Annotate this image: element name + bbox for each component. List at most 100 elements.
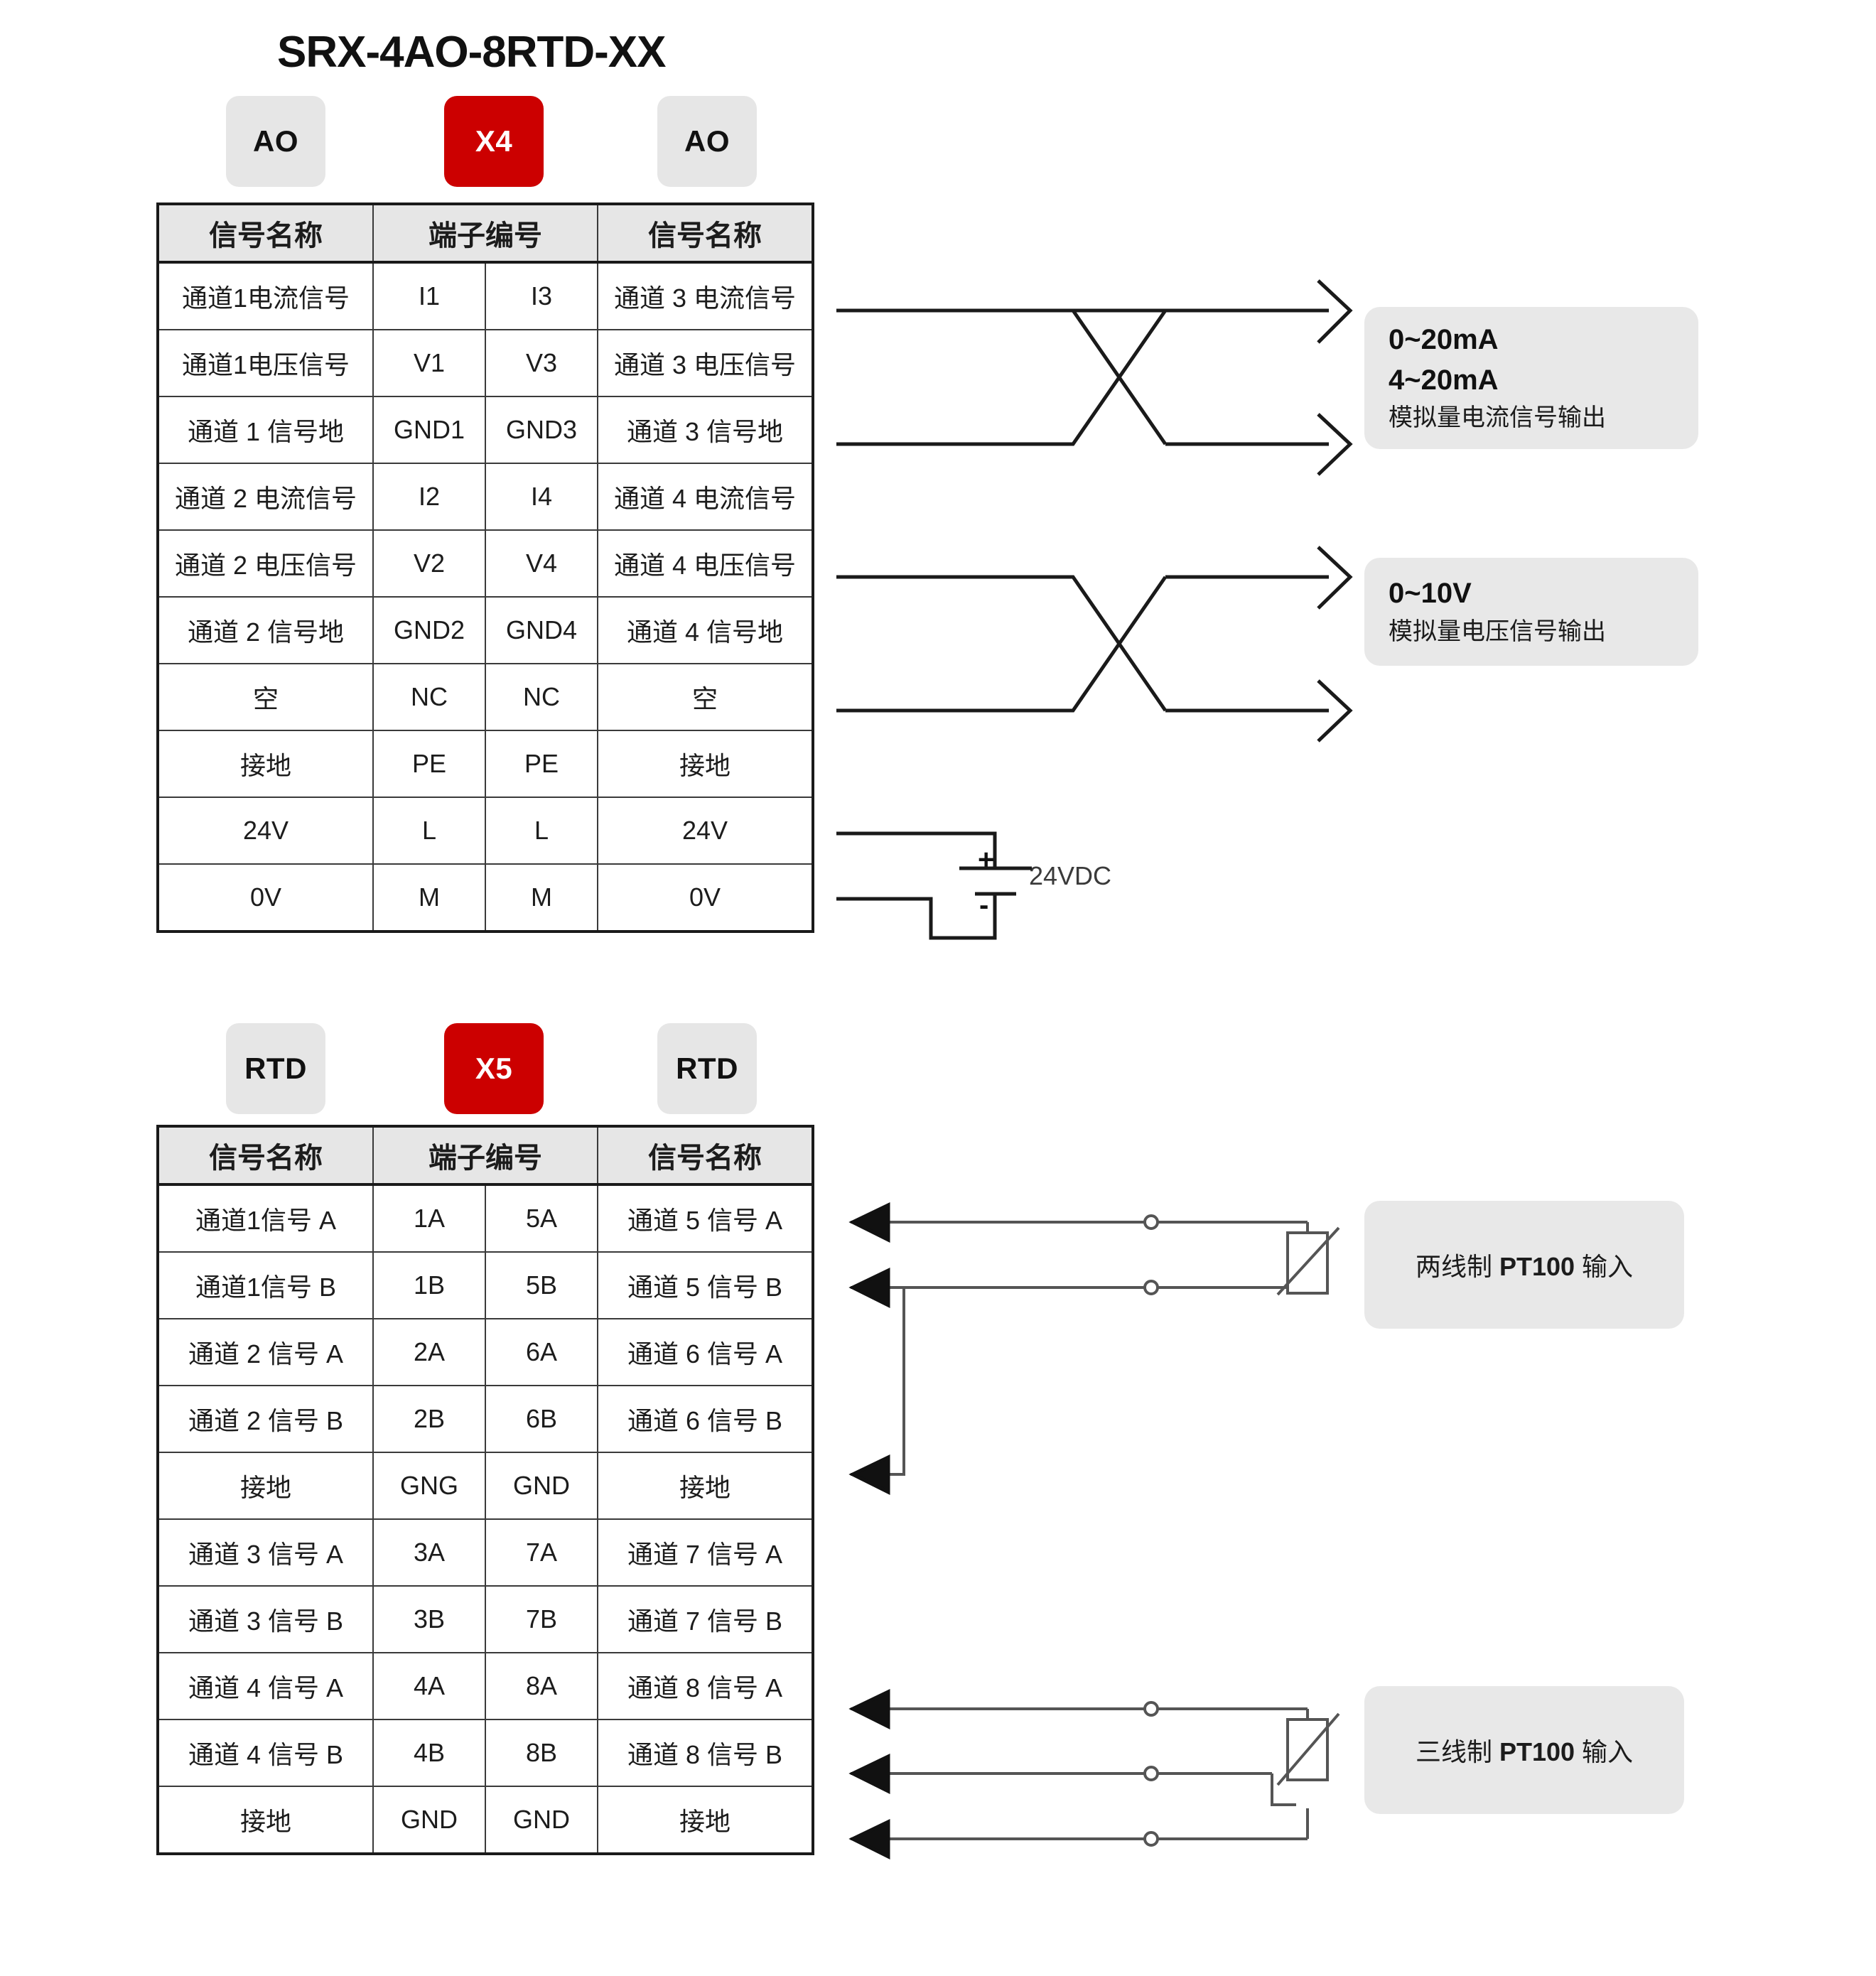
cell-left-signal: 24V	[157, 797, 374, 865]
cell-left-terminal: M	[372, 863, 486, 932]
cell-right-terminal: L	[485, 797, 598, 865]
cell-left-terminal: 1A	[372, 1184, 486, 1253]
cell-right-signal: 接地	[597, 730, 814, 798]
cell-right-signal: 通道 3 电流信号	[597, 261, 814, 330]
badge-rtd-left: RTD	[226, 1023, 325, 1114]
cell-right-signal: 通道 6 信号 B	[597, 1385, 814, 1453]
cell-right-signal: 通道 6 信号 A	[597, 1318, 814, 1386]
cell-right-terminal: 5A	[485, 1184, 598, 1253]
cell-right-terminal: 6B	[485, 1385, 598, 1453]
header-terminal: 端子编号	[372, 1125, 598, 1186]
cell-right-terminal: PE	[485, 730, 598, 798]
power-minus-sign: -	[979, 890, 989, 921]
cell-right-terminal: GND3	[485, 396, 598, 464]
cell-right-signal: 通道 7 信号 A	[597, 1518, 814, 1587]
cell-right-signal: 通道 5 信号 A	[597, 1184, 814, 1253]
cell-left-signal: 通道1信号 A	[157, 1184, 374, 1253]
ao-current-wires	[836, 279, 1353, 476]
callout-pt100-3wire: 三线制 PT100 输入	[1364, 1686, 1684, 1814]
header-right-signal: 信号名称	[597, 203, 814, 264]
cell-right-signal: 24V	[597, 797, 814, 865]
cell-left-signal: 接地	[157, 1786, 374, 1854]
header-left-signal: 信号名称	[157, 203, 374, 264]
cell-right-terminal: 8B	[485, 1719, 598, 1787]
cell-left-terminal: 4B	[372, 1719, 486, 1787]
table-header-row: 信号名称 端子编号 信号名称	[157, 1125, 814, 1186]
pt100-3wire-prefix: 三线制	[1415, 1737, 1499, 1766]
cell-left-signal: 通道 3 信号 B	[157, 1585, 374, 1653]
cell-left-signal: 通道 2 信号 B	[157, 1385, 374, 1453]
cell-left-terminal: 3A	[372, 1518, 486, 1587]
page-title: SRX-4AO-8RTD-XX	[277, 28, 667, 77]
cell-right-signal: 通道 7 信号 B	[597, 1585, 814, 1653]
pt100-2wire-prefix: 两线制	[1415, 1252, 1499, 1281]
cell-right-terminal: V4	[485, 529, 598, 598]
table-header-row: 信号名称 端子编号 信号名称	[157, 203, 814, 264]
callout-current-range-2: 4~20mA	[1389, 364, 1499, 396]
cell-right-terminal: 7B	[485, 1585, 598, 1653]
cell-right-signal: 接地	[597, 1786, 814, 1854]
cell-left-signal: 通道1电压信号	[157, 329, 374, 397]
cell-left-signal: 通道 4 信号 A	[157, 1652, 374, 1720]
cell-right-signal: 通道 5 信号 B	[597, 1251, 814, 1319]
badge-ao-right: AO	[657, 96, 757, 187]
cell-right-signal: 通道 8 信号 B	[597, 1719, 814, 1787]
cell-right-terminal: 7A	[485, 1518, 598, 1587]
cell-left-signal: 通道 4 信号 B	[157, 1719, 374, 1787]
cell-left-signal: 接地	[157, 730, 374, 798]
rtd-3wire-arrows	[848, 1689, 890, 1860]
badge-x4: X4	[444, 96, 544, 187]
ao-voltage-wires	[836, 546, 1353, 743]
header-left-signal: 信号名称	[157, 1125, 374, 1186]
badge-ao-left: AO	[226, 96, 325, 187]
pt100-3wire-label: PT100	[1499, 1737, 1575, 1766]
cell-right-signal: 通道 8 信号 A	[597, 1652, 814, 1720]
callout-pt100-2wire-text: 两线制 PT100 输入	[1416, 1246, 1633, 1283]
badge-x5: X5	[444, 1023, 544, 1114]
callout-voltage-desc: 模拟量电压信号输出	[1389, 617, 1606, 645]
badge-rtd-right: RTD	[657, 1023, 757, 1114]
cell-right-signal: 通道 4 信号地	[597, 596, 814, 664]
cell-right-terminal: I3	[485, 261, 598, 330]
cell-left-signal: 通道 2 信号 A	[157, 1318, 374, 1386]
callout-pt100-2wire: 两线制 PT100 输入	[1364, 1201, 1684, 1329]
cell-left-terminal: 1B	[372, 1251, 486, 1319]
cell-right-signal: 接地	[597, 1452, 814, 1520]
callout-voltage-range: 0~10V	[1389, 578, 1472, 610]
cell-left-signal: 通道 3 信号 A	[157, 1518, 374, 1587]
cell-left-terminal: GND	[372, 1786, 486, 1854]
cell-right-signal: 通道 3 信号地	[597, 396, 814, 464]
rtd-2wire-arrows	[848, 1202, 890, 1496]
header-right-signal: 信号名称	[597, 1125, 814, 1186]
cell-right-signal: 通道 4 电压信号	[597, 529, 814, 598]
cell-left-signal: 通道 1 信号地	[157, 396, 374, 464]
header-terminal: 端子编号	[372, 203, 598, 264]
rtd-2wire-sensor	[851, 1214, 1340, 1476]
cell-right-signal: 通道 4 电流信号	[597, 463, 814, 531]
cell-right-terminal: V3	[485, 329, 598, 397]
cell-right-terminal: 8A	[485, 1652, 598, 1720]
cell-right-terminal: 6A	[485, 1318, 598, 1386]
cell-left-signal: 通道 2 电压信号	[157, 529, 374, 598]
callout-current-desc: 模拟量电流信号输出	[1389, 404, 1606, 432]
cell-left-signal: 接地	[157, 1452, 374, 1520]
cell-left-terminal: I2	[372, 463, 486, 531]
cell-left-signal: 空	[157, 663, 374, 731]
